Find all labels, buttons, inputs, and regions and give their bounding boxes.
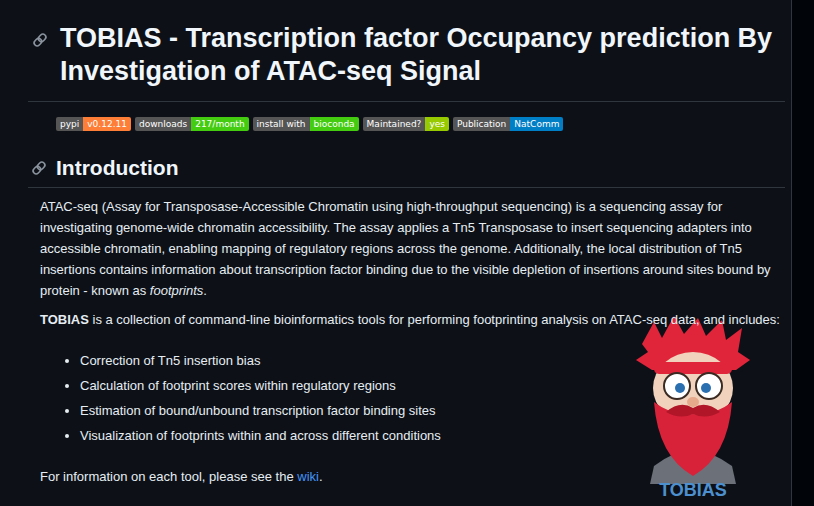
link-icon-part xyxy=(36,161,46,171)
status-badge: PublicationNatComm xyxy=(453,117,564,131)
bullet-item: Correction of Tn5 insertion bias xyxy=(80,350,628,371)
badge-label: pypi xyxy=(56,117,83,131)
paragraph: TOBIAS is a collection of command-line bi… xyxy=(40,309,785,330)
heading-text: Introduction xyxy=(56,156,178,179)
section-heading: Introduction xyxy=(28,154,785,188)
badge-label: install with xyxy=(253,117,310,131)
badge-value: NatComm xyxy=(510,117,563,131)
mascot-caption: TOBIAS xyxy=(659,480,727,500)
link-icon-part xyxy=(37,33,47,43)
mascot-fringe xyxy=(654,362,732,374)
text-holder: TOBIAS is a collection of command-line bi… xyxy=(40,309,785,330)
paragraph: For information on each tool, please see… xyxy=(40,466,640,487)
bullet-list: Correction of Tn5 insertion biasCalculat… xyxy=(28,350,628,450)
mascot-pupil xyxy=(675,383,685,393)
body-text: is a collection of command-line bioinfor… xyxy=(93,312,780,327)
mascot-pupil xyxy=(701,383,711,393)
mascot-nose xyxy=(687,397,699,407)
paragraph: ATAC-seq (Assay for Transposase-Accessib… xyxy=(40,196,785,301)
body-text: footprints xyxy=(150,283,203,298)
badge-value: 217/month xyxy=(191,117,248,131)
mascot-illustration xyxy=(636,316,750,484)
bullet-item: Estimation of bound/unbound transcriptio… xyxy=(80,400,628,421)
body-text: . xyxy=(319,469,323,484)
mascot-eye xyxy=(696,373,722,399)
body-text: ATAC-seq (Assay for Transposase-Accessib… xyxy=(40,199,771,298)
status-badge: Maintained?yes xyxy=(363,117,449,131)
bullet-item: Visualization of footprints within and a… xyxy=(80,425,628,446)
link-icon xyxy=(32,161,46,175)
text-holder: Introduction xyxy=(56,154,785,181)
badge-value: yes xyxy=(425,117,449,131)
badge-value: bioconda xyxy=(310,117,359,131)
badge-label: downloads xyxy=(135,117,191,131)
mascot-eye xyxy=(664,373,690,399)
body-text: . xyxy=(203,283,207,298)
text-holder: Correction of Tn5 insertion biasCalculat… xyxy=(28,350,628,446)
link-icon xyxy=(33,33,47,47)
page-title: TOBIAS - Transcription factor Occupancy … xyxy=(60,22,785,89)
body-text: For information on each tool, please see… xyxy=(40,469,294,484)
mascot-beard xyxy=(654,402,732,476)
badge-value: v0.12.11 xyxy=(83,117,131,131)
badge-label: Publication xyxy=(453,117,510,131)
title-block: TOBIAS - Transcription factor Occupancy … xyxy=(28,22,785,102)
status-badge: pypiv0.12.11 xyxy=(56,117,131,131)
bullet-item: Calculation of footprint scores within r… xyxy=(80,375,628,396)
status-badge: install withbioconda xyxy=(253,117,359,131)
link-text: wiki xyxy=(297,469,319,484)
text-holder: ATAC-seq (Assay for Transposase-Accessib… xyxy=(40,196,785,301)
text-holder: For information on each tool, please see… xyxy=(40,466,640,487)
body-text: TOBIAS xyxy=(40,312,89,327)
badge-label: Maintained? xyxy=(363,117,426,131)
status-badge: downloads217/month xyxy=(135,117,249,131)
